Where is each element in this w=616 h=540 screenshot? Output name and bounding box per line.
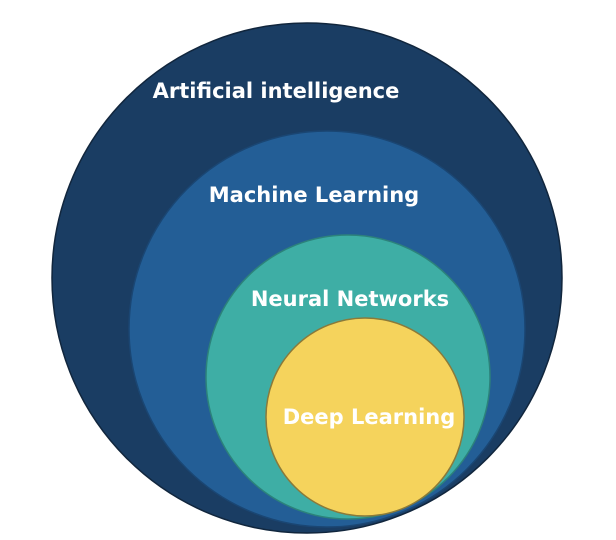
circle-deep-learning (265, 317, 465, 517)
label-machine-learning: Machine Learning (209, 183, 419, 207)
label-deep-learning: Deep Learning (283, 405, 456, 429)
label-neural-networks: Neural Networks (251, 287, 449, 311)
label-artificial-intelligence: Artificial intelligence (153, 79, 400, 103)
